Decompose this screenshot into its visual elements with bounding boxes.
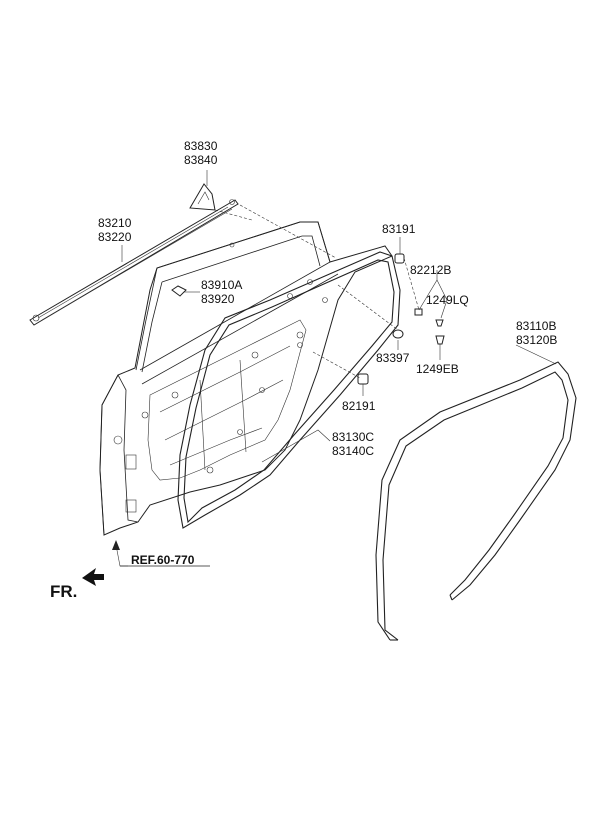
label-83920: 83920: [201, 292, 235, 306]
ref-label: REF.60-770: [131, 553, 195, 567]
bumper-82191: [357, 373, 369, 385]
door-panel: [99, 221, 393, 536]
label-83910a: 83910A: [201, 278, 242, 292]
label-83830: 83830: [184, 139, 218, 153]
label-83840: 83840: [184, 153, 218, 167]
label-82212b: 82212B: [410, 263, 451, 277]
label-1249lq: 1249LQ: [426, 293, 469, 307]
screw-1249lq: [435, 319, 444, 327]
delta-moulding: [189, 183, 216, 211]
label-83191: 83191: [382, 222, 416, 236]
label-83210: 83210: [98, 216, 132, 230]
front-label: FR.: [50, 582, 77, 601]
window-channel: [29, 199, 239, 326]
clip-82212b: [414, 308, 423, 316]
ref-arrow-icon: [112, 540, 120, 550]
label-83140c: 83140C: [332, 444, 374, 458]
plug-83397: [392, 329, 404, 339]
clip-83910a: [171, 285, 187, 297]
label-83110b: 83110B: [516, 319, 556, 333]
label-82191: 82191: [342, 399, 376, 413]
door-weatherstrip: [177, 251, 401, 529]
screw-1249eb: [435, 335, 445, 345]
clip-83191: [394, 253, 405, 264]
leader-lines: [115, 170, 557, 567]
label-1249eb: 1249EB: [416, 362, 459, 376]
body-weatherstrip: [375, 361, 577, 641]
front-arrow-icon: [82, 568, 104, 586]
label-83220: 83220: [98, 230, 132, 244]
label-83397: 83397: [376, 351, 410, 365]
label-83130c: 83130C: [332, 430, 374, 444]
label-83120b: 83120B: [516, 333, 557, 347]
